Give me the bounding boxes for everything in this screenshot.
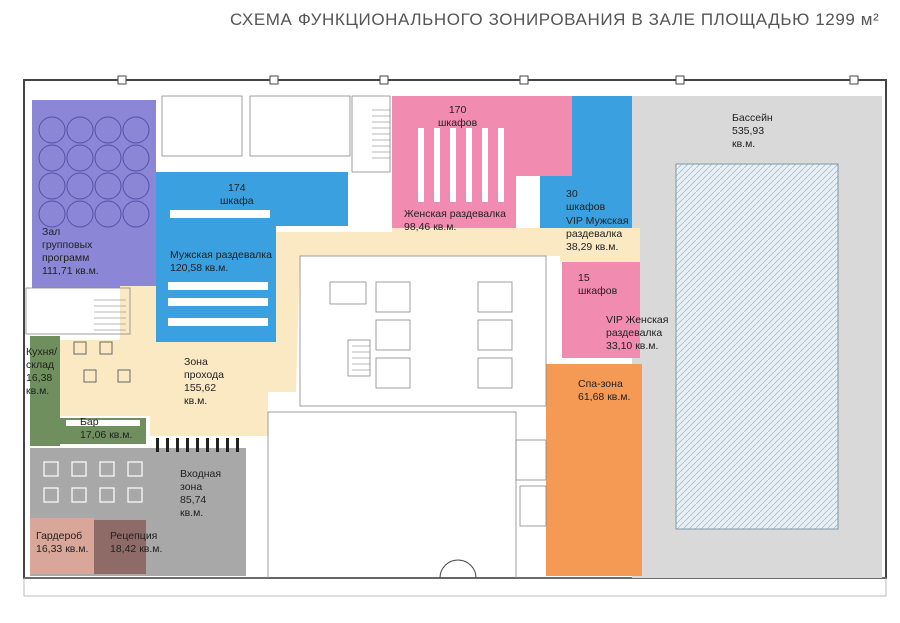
group-hall-circles bbox=[38, 116, 150, 228]
vip-men-lockers-count: 30 шкафов bbox=[566, 188, 606, 213]
kitchen-label: Кухня/ склад 16,38 кв.м. bbox=[26, 346, 58, 397]
facade-strip bbox=[23, 577, 887, 597]
reception-label: Рецепция 18,42 кв.м. bbox=[110, 530, 163, 555]
zone-vip-men-ext bbox=[572, 96, 632, 176]
bar-label: Бар 17,06 кв.м. bbox=[80, 416, 133, 441]
women-locker-rows bbox=[418, 128, 504, 202]
zone-men-locker-ext bbox=[276, 172, 348, 226]
spa-label: Спа-зона 61,68 кв.м. bbox=[578, 378, 631, 403]
zone-group-programs bbox=[32, 100, 156, 288]
women-label: Женская раздевалка 98,46 кв.м. bbox=[404, 208, 506, 233]
vip-women-label: VIP Женская раздевалка 33,10 кв.м. bbox=[606, 314, 669, 352]
zone-women-locker-ext bbox=[516, 96, 572, 176]
women-lockers-count: 170 шкафов bbox=[438, 104, 478, 129]
zone-men-locker bbox=[156, 172, 276, 342]
zone-spa bbox=[546, 364, 642, 576]
vip-women-lockers-count: 15 шкафов bbox=[578, 272, 618, 297]
zone-vip-men bbox=[540, 176, 632, 228]
vip-men-label: VIP Мужская раздевалка 38,29 кв.м. bbox=[566, 215, 629, 253]
pool-water bbox=[675, 163, 839, 530]
entry-bollards bbox=[156, 438, 239, 452]
men-label: Мужская раздевалка 120,58 кв.м. bbox=[170, 249, 272, 274]
stairs-hatching bbox=[94, 109, 390, 371]
entrance-door bbox=[439, 559, 477, 579]
zone-vip-women bbox=[562, 262, 640, 358]
columns bbox=[117, 75, 859, 85]
wardrobe-label: Гардероб 16,33 кв.м. bbox=[36, 530, 89, 555]
zone-kitchen bbox=[30, 336, 60, 446]
entry-label: Входная зона 85,74 кв.м. bbox=[180, 468, 222, 519]
zone-wardrobe bbox=[30, 518, 94, 574]
men-locker-rows bbox=[168, 210, 270, 326]
pool-label: Бассейн 535,93 кв.м. bbox=[732, 112, 773, 150]
passage-tables bbox=[73, 341, 131, 383]
men-lockers-count: 174 шкафа bbox=[220, 182, 254, 207]
group-label: Зал групповых программ 111,71 кв.м. bbox=[42, 226, 99, 277]
bar-counter bbox=[66, 420, 140, 426]
plan-title: СХЕМА ФУНКЦИОНАЛЬНОГО ЗОНИРОВАНИЯ В ЗАЛЕ… bbox=[230, 10, 880, 29]
entry-tables bbox=[43, 461, 143, 503]
zone-reception bbox=[94, 520, 146, 574]
passage-label: Зона прохода 155,62 кв.м. bbox=[184, 356, 224, 407]
